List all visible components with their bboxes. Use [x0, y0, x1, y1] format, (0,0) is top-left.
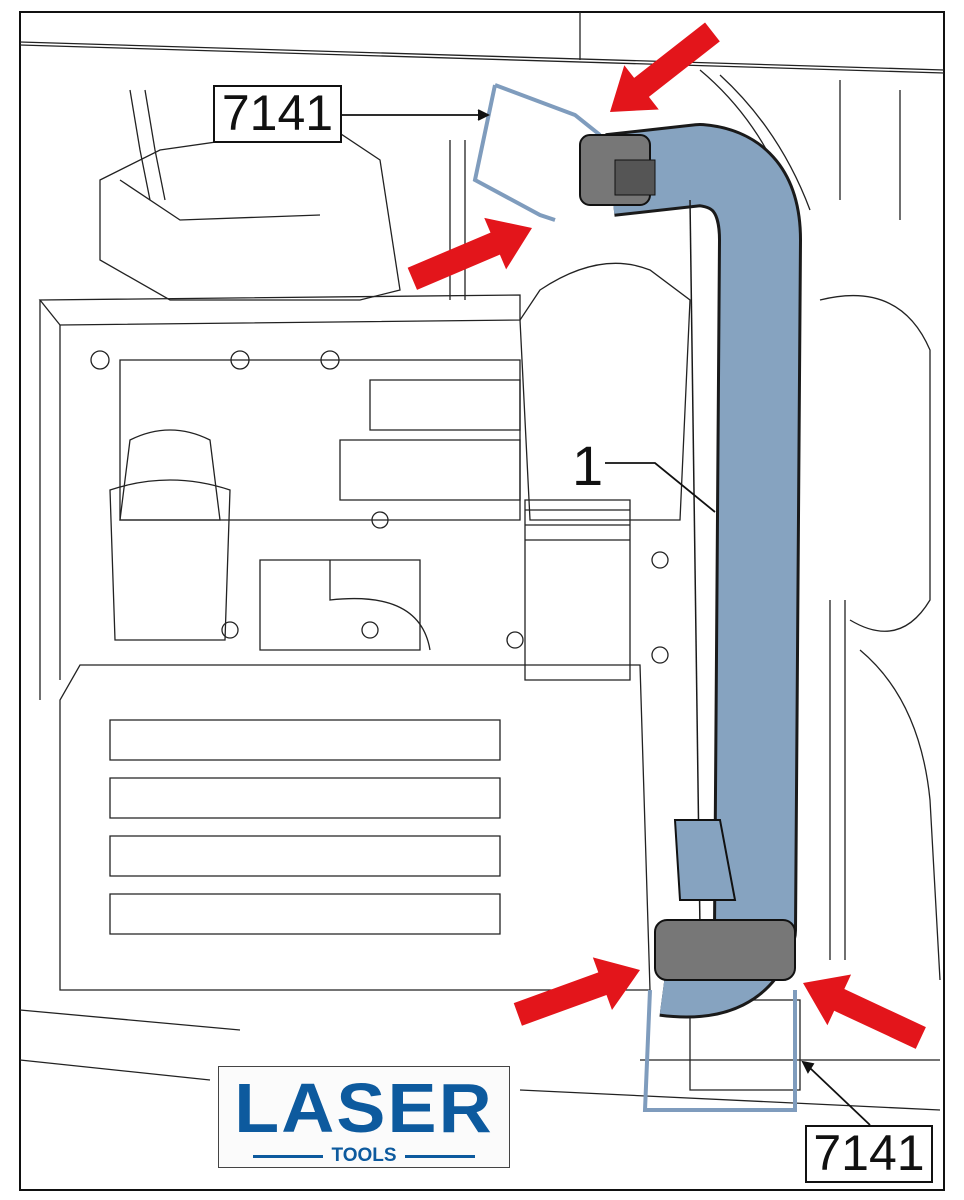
tool-label-bottom: 7141	[805, 1125, 933, 1183]
tool-7141-wire	[472, 83, 797, 1112]
laser-tools-logo: LASER TOOLS	[218, 1066, 510, 1168]
part-number-label: 1	[572, 434, 604, 497]
leader-lines	[340, 109, 871, 1126]
logo-sub: TOOLS	[331, 1145, 397, 1166]
red-arrows	[407, 22, 926, 1049]
arrow-icon	[803, 974, 926, 1049]
logo-sub-line: TOOLS	[219, 1145, 509, 1167]
tool-label-top: 7141	[213, 85, 342, 143]
logo-brand: LASER	[234, 1069, 494, 1147]
arrow-icon	[407, 217, 532, 290]
arrow-icon	[610, 22, 720, 112]
frame	[19, 11, 945, 1191]
intake-hose	[579, 123, 802, 1019]
engine-linework	[19, 12, 945, 1111]
arrow-icon	[513, 957, 640, 1026]
